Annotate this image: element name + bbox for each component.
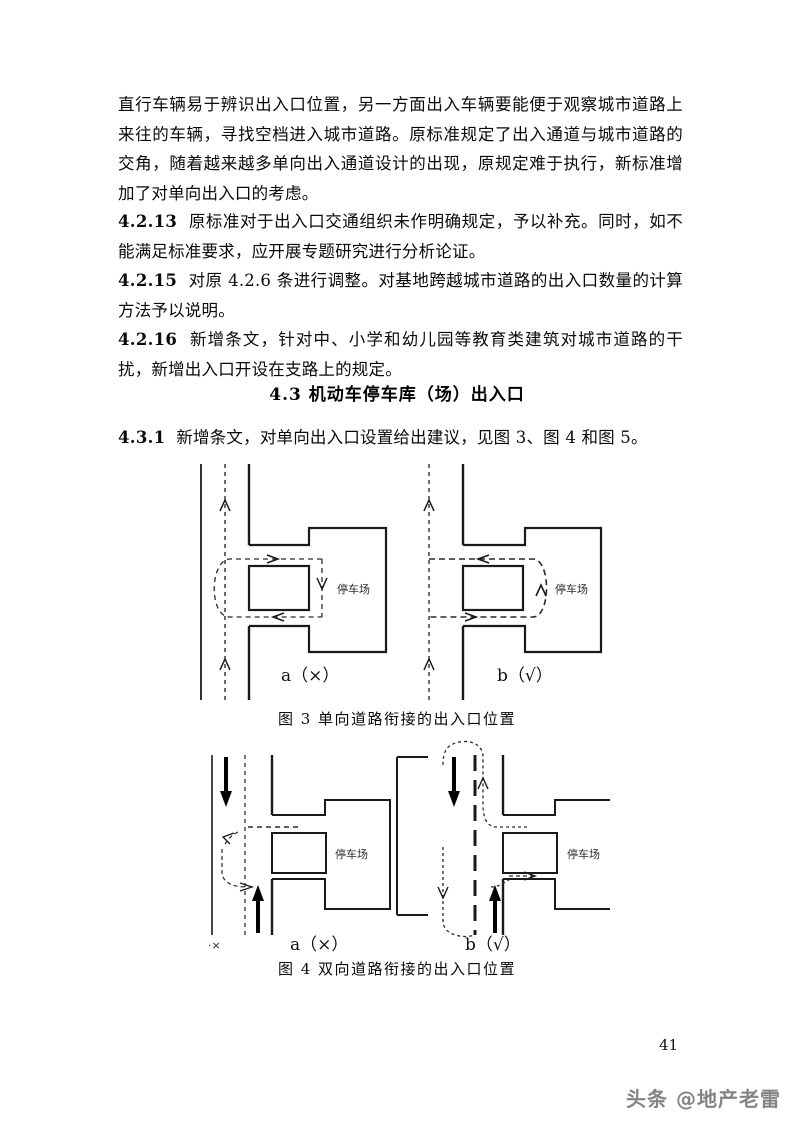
clause-text-4-2-15: 对原 4.2.6 条进行调整。对基地跨越城市道路的出入口数量的计算方法予以说明。 — [118, 271, 684, 320]
section-heading-4-3: 4.3 机动车停车库（场）出入口 — [269, 385, 525, 405]
parking-lot-outline-b — [463, 526, 603, 654]
paragraph-4-2-15: 4.2.15 对原 4.2.6 条进行调整。对基地跨越城市道路的出入口数量的计算… — [118, 266, 683, 325]
traffic-arrow-southbound-4a — [220, 757, 232, 807]
flow-arrow-right-b — [464, 612, 479, 622]
panel-label-a: a（×） — [281, 666, 339, 686]
flow-arrow-up-4b — [477, 776, 489, 790]
circulation-path-b — [429, 558, 548, 618]
parking-lot-outline-4b — [503, 799, 610, 910]
panel-label-4b: b（√） — [465, 935, 521, 955]
traffic-arrow-southbound-4b — [448, 757, 460, 807]
parking-lot-label-4a: 停车场 — [335, 847, 368, 861]
clause-text-4-3-1: 新增条文，对单向出入口设置给出建议，见图 3、图 4 和图 5。 — [176, 428, 648, 447]
building-block-4a — [271, 832, 327, 874]
figure-4-graphic: 停车场 a（×） ·× — [190, 737, 610, 962]
entry-flow-4a — [221, 849, 247, 888]
clause-text-4-2-16: 新增条文，针对中、小学和幼儿园等教育类建筑对城市道路的干扰，新增出入口开设在支路… — [118, 330, 683, 379]
paragraph-4-3-1: 4.3.1 新增条文，对单向出入口设置给出建议，见图 3、图 4 和图 5。 — [118, 423, 683, 453]
watermark-attribution: 头条 @地产老雷 — [626, 1087, 781, 1111]
flow-arrow-up-b — [535, 583, 547, 597]
fig4-panel-b: 停车场 b（√） — [396, 740, 610, 955]
flow-arrow-right — [266, 554, 281, 564]
paragraph-4-2-13: 4.2.13 原标准对于出入口交通组织未作明确规定，予以补充。同时，如不能满足标… — [118, 207, 683, 266]
parking-lot-label-b: 停车场 — [555, 582, 588, 596]
flow-arrow-down — [316, 577, 328, 591]
panel-label-b: b（√） — [497, 666, 553, 686]
return-flow-4b — [442, 847, 476, 938]
fig4-panel-a: 停车场 a（×） ·× — [208, 755, 391, 955]
flow-arrow-right-4b — [523, 871, 538, 881]
building-block-4b — [502, 832, 558, 874]
fig3-panel-b: 停车场 b（√） — [423, 464, 603, 700]
flow-arrow-right-4a — [239, 882, 255, 892]
clause-text-4-2-13: 原标准对于出入口交通组织未作明确规定，予以补充。同时，如不能满足标准要求，应开展… — [118, 212, 684, 261]
direction-arrow-up-top — [219, 498, 231, 512]
flow-arrow-left — [270, 612, 285, 622]
figure-3-caption: 图 3 单向道路衔接的出入口位置 — [277, 710, 517, 728]
clause-number-4-3-1: 4.3.1 — [118, 428, 166, 447]
panel-label-4a: a（×） — [290, 935, 348, 955]
traffic-arrow-northbound-4a — [252, 885, 264, 933]
flow-arrow-left-turn-4a — [221, 832, 235, 845]
direction-arrow-up-bottom — [219, 657, 231, 671]
entry-flow-4b — [490, 879, 510, 888]
clause-number-4-2-15: 4.2.15 — [118, 271, 178, 290]
figure-3-graphic: 停车场 a（×） 停车场 — [170, 462, 630, 702]
figure-4-caption: 图 4 双向道路衔接的出入口位置 — [277, 960, 517, 978]
parking-lot-label-4b: 停车场 — [567, 847, 600, 861]
building-block-b — [461, 564, 525, 612]
far-road-edge-4b — [396, 756, 428, 916]
paragraph-4-2-16: 4.2.16 新增条文，针对中、小学和幼儿园等教育类建筑对城市道路的干扰，新增出… — [118, 325, 683, 384]
circulation-path — [213, 558, 322, 618]
clause-number-4-2-13: 4.2.13 — [118, 212, 178, 231]
parking-lot-outline — [249, 526, 388, 654]
traffic-arrow-northbound-4b — [489, 885, 501, 933]
stray-mark-4a: ·× — [208, 939, 221, 952]
flow-arrow-down-4b — [437, 886, 449, 900]
paragraph-intro: 直行车辆易于辨识出入口位置，另一方面出入车辆要能便于观察城市道路上来往的车辆，寻… — [118, 90, 683, 208]
direction-arrow-up-bottom-b — [423, 657, 435, 671]
building-block — [247, 564, 311, 612]
parking-lot-label-a: 停车场 — [337, 582, 370, 596]
clause-number-4-2-16: 4.2.16 — [118, 330, 178, 349]
page-number: 41 — [659, 1036, 679, 1054]
exit-flow-4b — [442, 740, 527, 828]
flow-arrow-left-b — [475, 554, 490, 564]
parking-lot-outline-4a — [272, 799, 391, 910]
fig3-panel-a: 停车场 a（×） — [200, 464, 388, 700]
exit-flow-turn-4a — [223, 831, 239, 848]
paragraph-intro-text: 直行车辆易于辨识出入口位置，另一方面出入车辆要能便于观察城市道路上来往的车辆，寻… — [118, 95, 683, 203]
direction-arrow-up-top-b — [423, 498, 435, 512]
